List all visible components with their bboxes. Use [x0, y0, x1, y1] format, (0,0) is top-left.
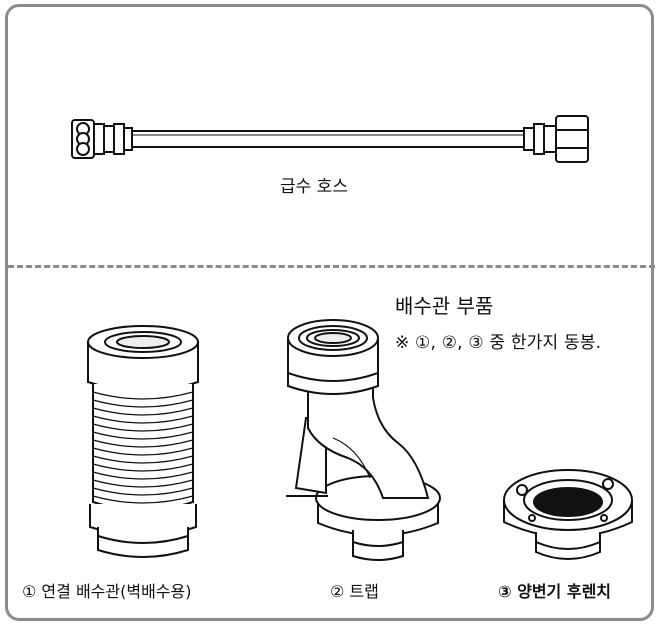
item-2-caption: ② 트랩: [330, 582, 379, 601]
parts-note: ※ ①, ②, ③ 중 한가지 동봉.: [395, 333, 602, 353]
section-divider: [8, 265, 655, 268]
hose-label: 급수 호스: [280, 177, 348, 197]
trap-illustration: [286, 319, 441, 561]
item-1-caption: ① 연결 배수관(벽배수용): [22, 582, 192, 601]
parts-title: 배수관 부품: [395, 294, 494, 318]
toilet-flange-illustration: [503, 469, 633, 560]
water-supply-hose-illustration: [71, 115, 589, 163]
connection-drain-pipe-illustration: [87, 325, 199, 558]
item-3-caption: ③ 양변기 후렌치: [498, 582, 612, 601]
